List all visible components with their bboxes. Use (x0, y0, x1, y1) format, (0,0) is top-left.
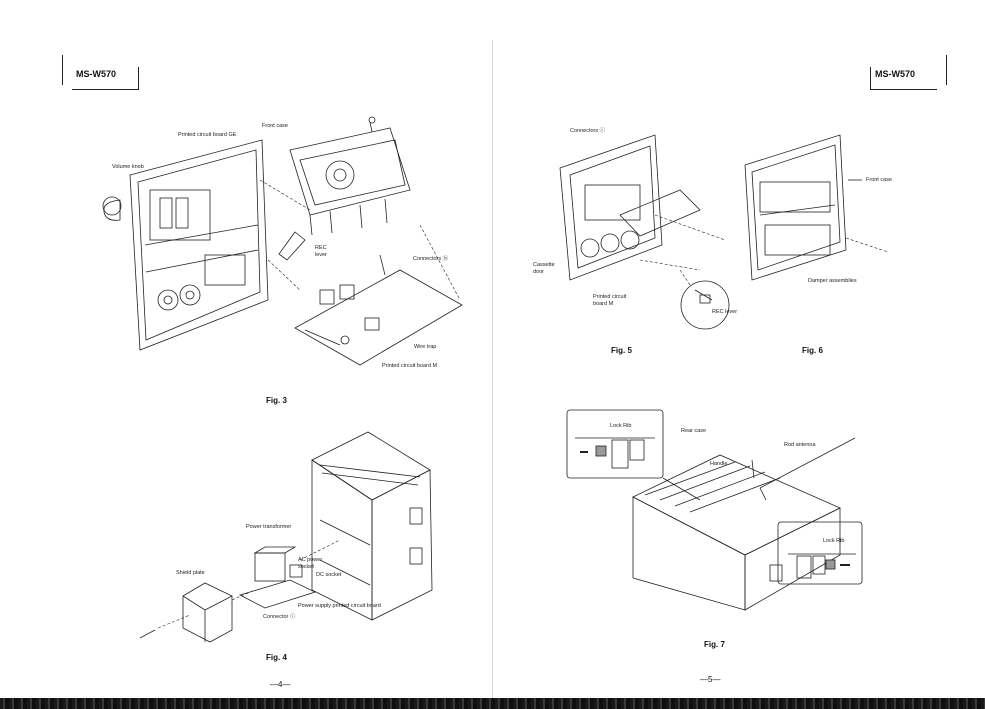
page-number-left: —4— (270, 680, 291, 689)
fig3-cassette-mech-drawing (278, 116, 411, 261)
fig4-label-ac-power-socket: AC power socket (298, 557, 323, 570)
fig4-power-parts-drawing (139, 546, 317, 643)
page-number-right: —5— (700, 675, 721, 684)
fig3-label-rec-lever: REC lever (315, 245, 327, 258)
fig7-label-rear-case: Rear case (681, 428, 707, 434)
fig3-label-pcb-ge: Printed circuit board GE (178, 132, 237, 138)
fig5-label-pcb-m: Printed circuit board M (593, 294, 627, 307)
fig5-label-cassette-door: Cassette door (533, 262, 555, 275)
fig6-front-case-drawing (744, 134, 862, 281)
fig5-label-connectors-c: Connectors ⓒ (570, 128, 606, 134)
fig7-lock-rib-inset-2 (777, 521, 863, 585)
fig4-label-shield-plate: Shield plate (176, 570, 205, 576)
fig7-label-lock-rib-1: Lock Rib (610, 423, 632, 429)
fig4-label-connector-c: Connector ⓒ (263, 614, 296, 620)
fig7-label-handle: Handle (710, 461, 728, 467)
fig7-label-lock-rib-2: Lock Rib (823, 538, 845, 544)
fig3-front-case-drawing (102, 139, 269, 351)
fig4-label-power-transformer: Power transformer (246, 524, 292, 530)
fig7-rear-case-drawing (632, 437, 856, 611)
fig7-label-rod-antenna: Rod antenna (784, 442, 816, 448)
fig5-caption: Fig. 5 (611, 346, 632, 355)
model-label-right: MS-W570 (870, 55, 947, 90)
fig7-caption: Fig. 7 (704, 640, 725, 649)
fig5-label-rec-lever: REC lever (712, 309, 738, 315)
fig3-pcb-m-drawing (294, 254, 463, 366)
fig4-chassis-drawing (311, 431, 433, 621)
fig4-label-psu-board: Power supply printed circuit board (298, 603, 381, 609)
fig3-label-front-case: Front case (262, 123, 288, 129)
fig3-label-pcb-m: Printed circuit board M (382, 363, 438, 369)
fig6-label-damper: Damper assemblies (808, 278, 857, 284)
fig6-caption: Fig. 6 (802, 346, 823, 355)
fig4-caption: Fig. 4 (266, 653, 287, 662)
fig3-label-connectors-b: Connectors ⓑ (413, 256, 449, 262)
model-label-left: MS-W570 (62, 55, 139, 90)
fig3-label-volume-knob: Volume knob (112, 164, 144, 170)
fig3-caption: Fig. 3 (266, 396, 287, 405)
fig3-label-wire-trap: Wire trap (414, 344, 437, 350)
fig6-label-front-case: Front case (866, 177, 892, 183)
fig5-front-case-drawing (559, 134, 730, 330)
fig7-lock-rib-inset-1 (566, 409, 701, 501)
scan-bottom-edge (0, 698, 985, 709)
page-gutter (492, 40, 493, 700)
fig4-label-dc-socket: DC socket (316, 572, 342, 578)
